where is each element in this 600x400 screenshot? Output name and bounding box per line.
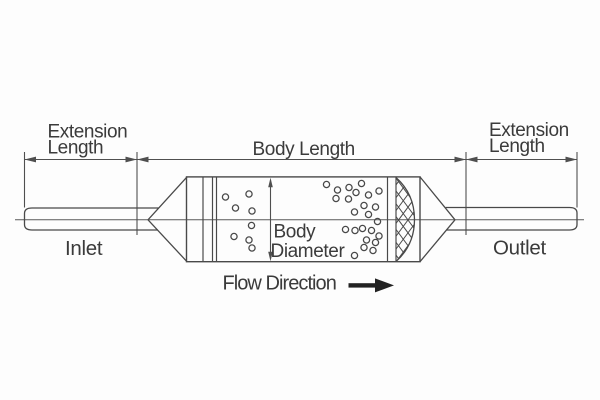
svg-text:Body: Body <box>274 222 317 243</box>
svg-text:Extension: Extension <box>489 120 569 141</box>
svg-text:Diameter: Diameter <box>271 241 346 262</box>
svg-text:Extension: Extension <box>48 122 128 143</box>
svg-text:Outlet: Outlet <box>493 237 546 260</box>
svg-text:Length: Length <box>489 136 545 157</box>
svg-text:Body Length: Body Length <box>253 139 355 160</box>
svg-text:Inlet: Inlet <box>65 237 103 260</box>
svg-text:Flow Direction: Flow Direction <box>223 273 336 295</box>
svg-text:Length: Length <box>48 138 104 159</box>
